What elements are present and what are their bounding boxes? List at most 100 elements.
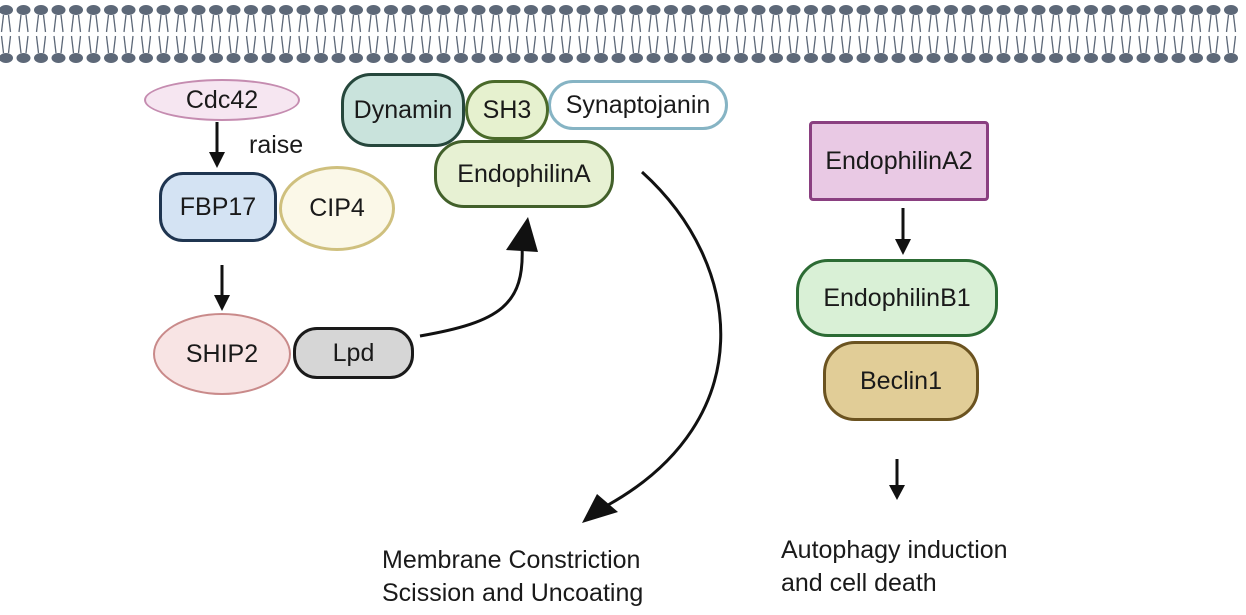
lipid-pair — [489, 5, 503, 63]
lipid-pair — [839, 5, 853, 63]
lipid-pair — [769, 5, 783, 63]
cip4-node: CIP4 — [279, 166, 395, 251]
arrow-beclin1-to-autophagy — [889, 459, 905, 500]
lipid-pair — [664, 5, 678, 63]
cdc42-label: Cdc42 — [185, 85, 259, 114]
lipid-pair — [454, 5, 468, 63]
lipid-pair — [611, 5, 626, 63]
lpd-node: Lpd — [293, 327, 414, 379]
lipid-pair — [1136, 5, 1151, 63]
lipid-pair — [51, 5, 66, 63]
lipid-pair — [716, 5, 731, 63]
lipid-pair — [821, 5, 836, 63]
lipid-pair — [69, 5, 83, 63]
lipid-pair — [331, 5, 346, 63]
lipid-pair — [1154, 5, 1168, 63]
lipid-pair — [804, 5, 818, 63]
lipid-pair — [471, 5, 486, 63]
fbp17-label: FBP17 — [179, 192, 257, 221]
endophilinA2-node: EndophilinA2 — [809, 121, 989, 201]
arrow-endophilinA2-to-endophilinB1 — [895, 208, 911, 255]
lipid-pair — [16, 5, 31, 63]
lipid-pair — [874, 5, 888, 63]
arrow-lpd-to-endophilinA — [419, 217, 538, 338]
lipid-pair — [1189, 5, 1203, 63]
lipid-pair — [104, 5, 118, 63]
arrow-cdc42-to-fbp17 — [209, 122, 225, 168]
lipid-pair — [681, 5, 696, 63]
lipid-pair — [1049, 5, 1063, 63]
lpd-label: Lpd — [332, 338, 375, 367]
lipid-pair — [524, 5, 538, 63]
autophagy-outcome-line2: and cell death — [781, 569, 937, 597]
dynamin-label: Dynamin — [353, 95, 453, 124]
lipid-pair — [856, 5, 871, 63]
ship2-label: SHIP2 — [185, 339, 259, 368]
lipid-pair — [384, 5, 398, 63]
autophagy-outcome-line1: Autophagy induction — [781, 536, 1008, 564]
lipid-pair — [209, 5, 223, 63]
endophilinA-label: EndophilinA — [457, 159, 591, 188]
autophagy-outcome-caption: Autophagy induction and cell death — [781, 534, 1008, 600]
endophilinB1-node: EndophilinB1 — [796, 259, 998, 337]
sh3-label: SH3 — [482, 95, 532, 124]
arrow-endophilinA-to-membrane-outcome — [582, 170, 723, 523]
lipid-pair — [541, 5, 556, 63]
lipid-pair — [296, 5, 311, 63]
lipid-pair — [1224, 5, 1238, 63]
lipid-pair — [961, 5, 976, 63]
lipid-pair — [226, 5, 241, 63]
endophilinA2-label: EndophilinA2 — [825, 146, 973, 175]
lipid-pair — [1014, 5, 1028, 63]
lipid-pair — [944, 5, 958, 63]
lipid-pair — [436, 5, 451, 63]
lipid-pair — [401, 5, 416, 63]
lipid-pair — [926, 5, 941, 63]
fbp17-node: FBP17 — [159, 172, 277, 242]
lipid-pair — [891, 5, 906, 63]
dynamin-node: Dynamin — [341, 73, 465, 147]
lipid-pair — [594, 5, 608, 63]
endophilinA-node: EndophilinA — [434, 140, 614, 208]
lipid-pair — [244, 5, 258, 63]
lipid-pair — [786, 5, 801, 63]
lipid-pair — [1171, 5, 1186, 63]
lipid-pair — [0, 5, 13, 63]
lipid-pair — [366, 5, 381, 63]
lipid-pair — [191, 5, 206, 63]
lipid-pair — [1101, 5, 1116, 63]
lipid-pair — [156, 5, 171, 63]
arrow-fbp17-to-ship2 — [214, 265, 230, 311]
lipid-pair — [1206, 5, 1221, 63]
lipid-pair — [174, 5, 188, 63]
lipid-pair — [314, 5, 328, 63]
lipid-pair — [909, 5, 923, 63]
lipid-pair — [261, 5, 276, 63]
beclin1-node: Beclin1 — [823, 341, 979, 421]
lipid-pair — [1119, 5, 1133, 63]
endophilinB1-label: EndophilinB1 — [823, 283, 971, 312]
lipid-pair — [86, 5, 101, 63]
synaptojanin-node: Synaptojanin — [548, 80, 728, 130]
lipid-pair — [349, 5, 363, 63]
beclin1-label: Beclin1 — [860, 366, 942, 395]
lipid-pair — [1066, 5, 1081, 63]
lipid-pair — [121, 5, 136, 63]
lipid-pair — [699, 5, 713, 63]
lipid-pair — [646, 5, 661, 63]
cell-membrane — [0, 5, 1238, 63]
lipid-pair — [506, 5, 521, 63]
lipid-pair — [734, 5, 748, 63]
lipid-pair — [279, 5, 293, 63]
cip4-label: CIP4 — [309, 194, 365, 222]
lipid-pair — [1084, 5, 1098, 63]
lipid-pair — [34, 5, 48, 63]
lipid-pair — [139, 5, 153, 63]
cdc42-node: Cdc42 — [144, 79, 300, 121]
membrane-outcome-line1: Membrane Constriction — [382, 546, 641, 574]
sh3-node: SH3 — [465, 80, 549, 140]
lipid-pair — [419, 5, 433, 63]
lipid-pair — [629, 5, 643, 63]
